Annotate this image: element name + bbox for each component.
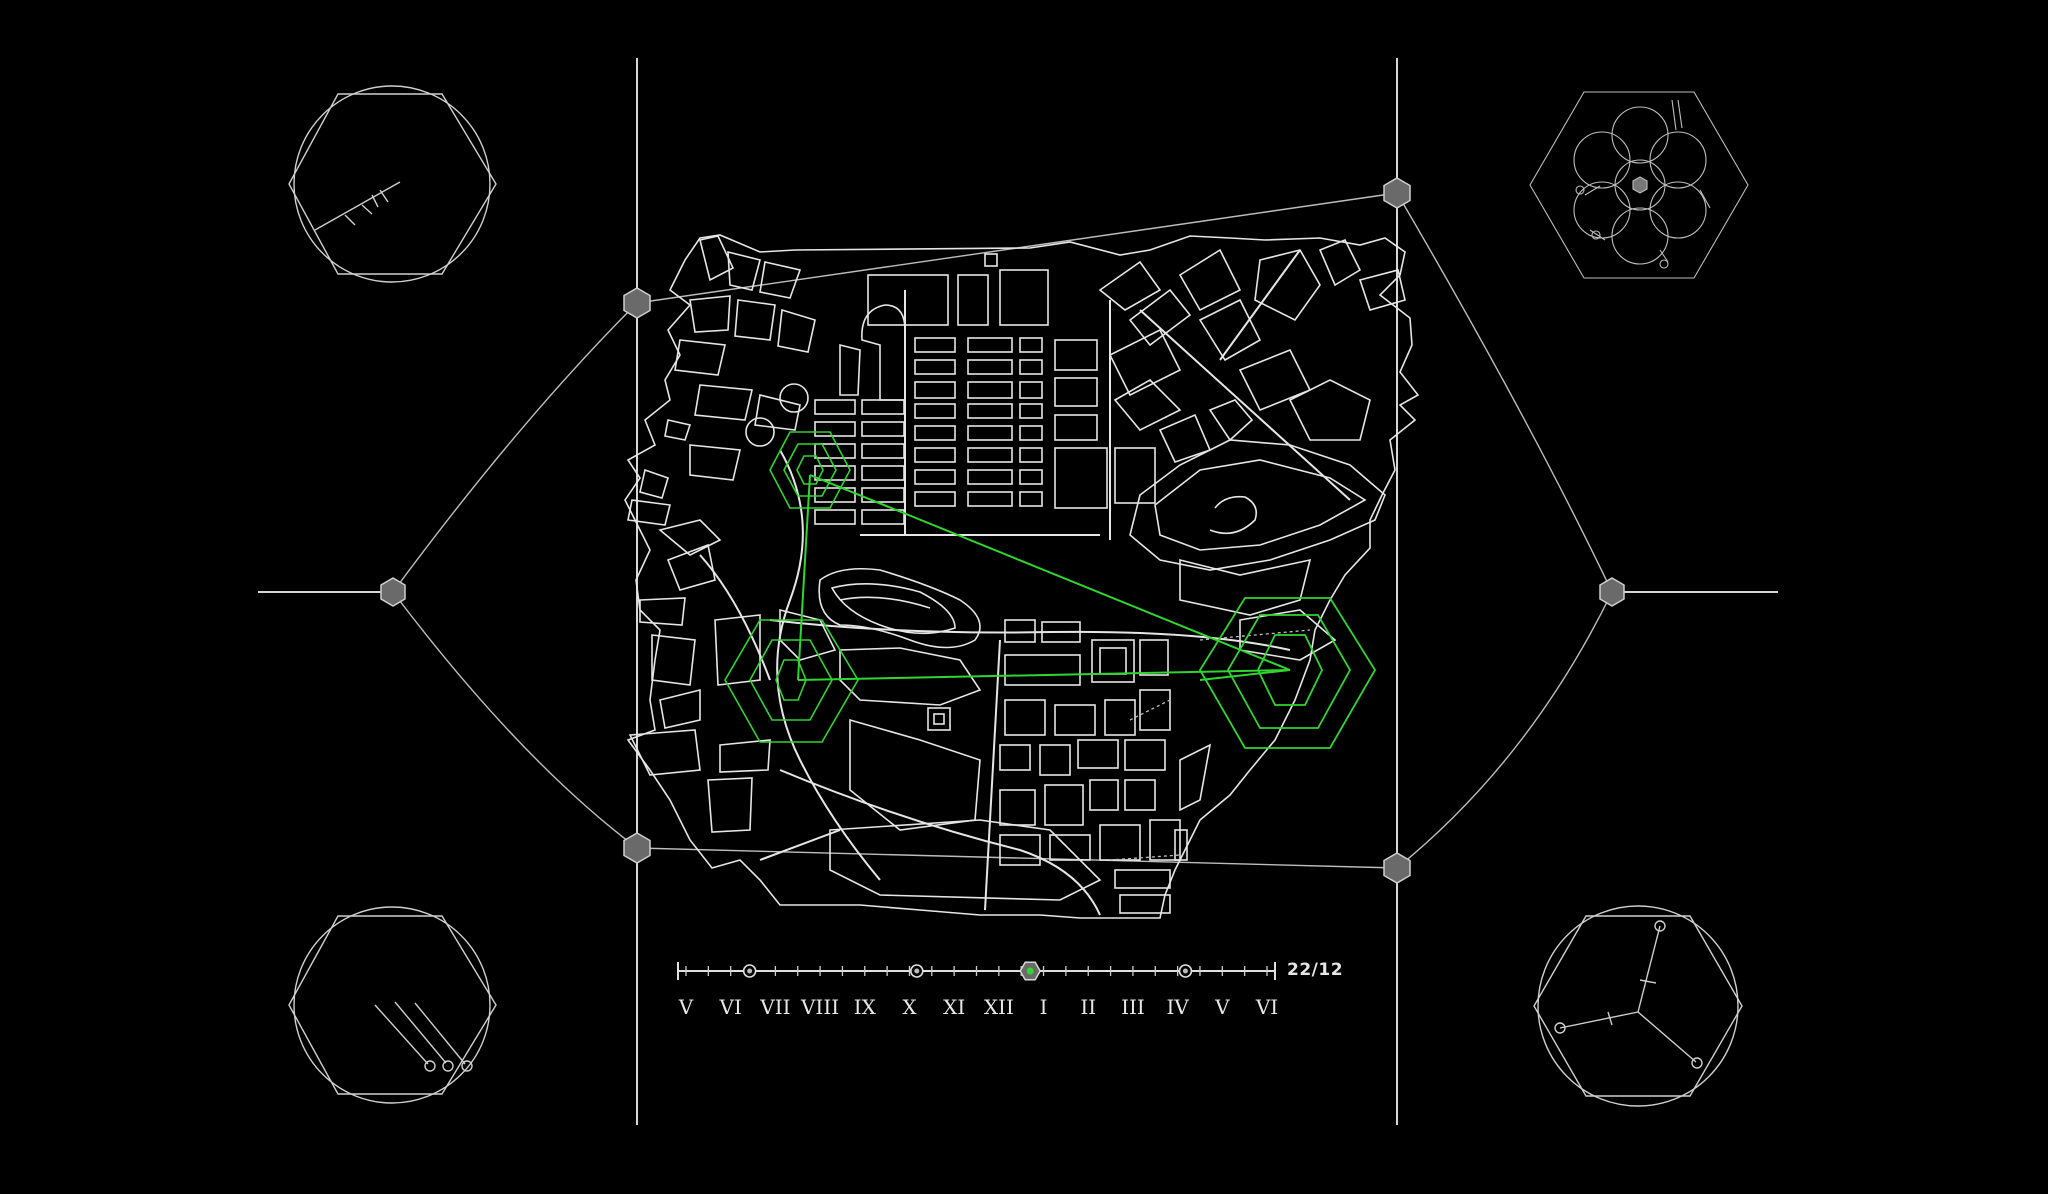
route-overlay bbox=[724, 431, 1377, 749]
timeline-numeral: VII bbox=[759, 995, 790, 1019]
west-blocks bbox=[627, 468, 771, 833]
node-top-right[interactable] bbox=[1383, 177, 1411, 209]
timeline-numeral: VI bbox=[719, 995, 742, 1019]
timeline-marker[interactable] bbox=[909, 964, 924, 978]
city-map bbox=[624, 234, 1420, 919]
timeline-numeral: VIII bbox=[800, 995, 839, 1019]
central-park bbox=[779, 567, 1102, 901]
frame bbox=[258, 58, 1778, 1125]
ne-blocks bbox=[1098, 238, 1406, 463]
timeline-numeral: I bbox=[1040, 995, 1048, 1019]
three-way-junction-icon[interactable] bbox=[1533, 905, 1743, 1107]
timeline-numeral: II bbox=[1080, 995, 1096, 1019]
timeline-numeral: V bbox=[678, 995, 694, 1019]
hex-nodes bbox=[380, 177, 1625, 884]
timeline-numeral: IX bbox=[854, 995, 877, 1019]
route-hex-east[interactable] bbox=[1198, 597, 1377, 749]
timeline-numeral: IV bbox=[1166, 995, 1189, 1019]
connector-network bbox=[392, 192, 1613, 869]
route-path bbox=[797, 474, 1291, 681]
timeline-ticks bbox=[685, 966, 1268, 976]
timeline-numeral: VI bbox=[1255, 995, 1278, 1019]
timeline-numeral: III bbox=[1121, 995, 1145, 1019]
route-hex-north[interactable] bbox=[769, 431, 851, 509]
east-district bbox=[1129, 439, 1386, 661]
honeycomb-cluster-icon[interactable] bbox=[1529, 91, 1749, 279]
timeline-date-label: 22/12 bbox=[1287, 960, 1344, 980]
node-bottom-right[interactable] bbox=[1383, 852, 1411, 884]
timeline-numeral: XII bbox=[984, 995, 1014, 1019]
compass-needle-icon[interactable] bbox=[288, 85, 497, 283]
route-hex-southwest[interactable] bbox=[724, 619, 859, 743]
triple-line-icon[interactable] bbox=[288, 906, 497, 1104]
timeline-marker[interactable] bbox=[742, 964, 757, 978]
major-streets bbox=[699, 249, 1351, 916]
dotted-streets bbox=[1109, 629, 1311, 861]
timeline-numeral: XI bbox=[943, 995, 965, 1019]
node-left[interactable] bbox=[380, 577, 406, 607]
node-bottom-left[interactable] bbox=[623, 832, 651, 864]
se-blocks bbox=[999, 619, 1212, 914]
node-top-left[interactable] bbox=[623, 287, 651, 319]
timeline-numeral: V bbox=[1214, 995, 1230, 1019]
timeline-marker-active[interactable] bbox=[1019, 961, 1042, 981]
grid-blocks bbox=[814, 253, 1156, 525]
node-right[interactable] bbox=[1599, 577, 1625, 607]
timeline-markers bbox=[742, 961, 1193, 981]
timeline-marker[interactable] bbox=[1178, 964, 1193, 978]
timeline-numeral: X bbox=[902, 995, 917, 1019]
